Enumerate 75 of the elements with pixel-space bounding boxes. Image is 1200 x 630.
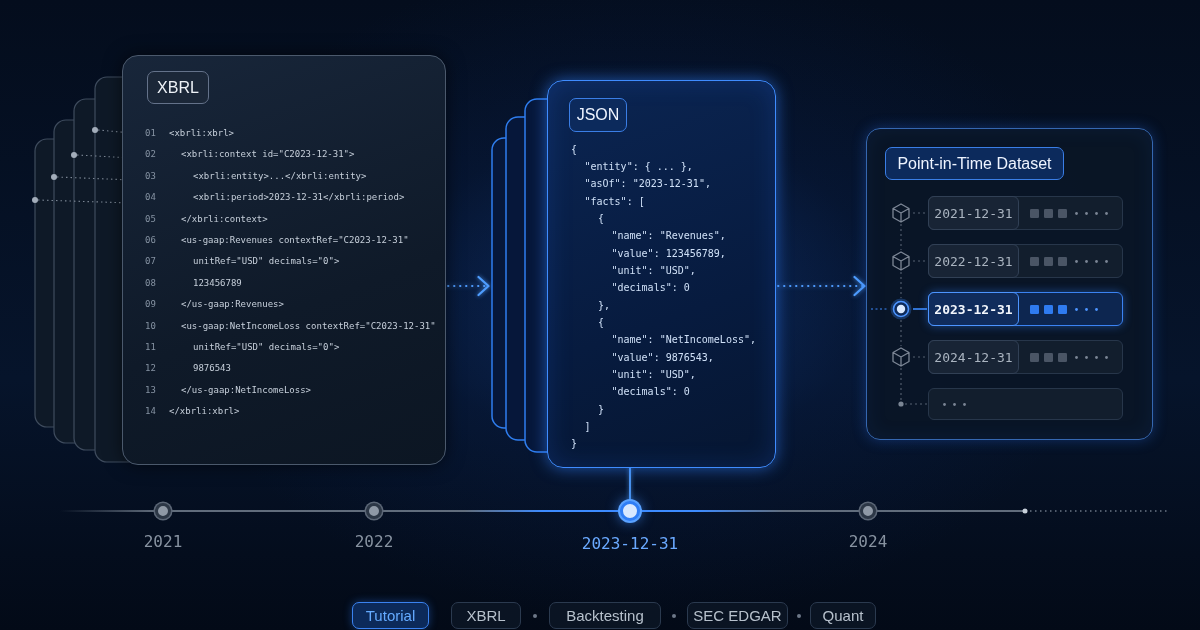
code-line: "entity": { ... }, <box>584 159 693 173</box>
line-number: 01 <box>145 127 156 139</box>
topic-tag: SEC EDGAR <box>687 602 788 629</box>
line-number: 03 <box>145 169 156 182</box>
line-number: 12 <box>145 362 156 375</box>
date-label: 2024-12-31 <box>928 340 1019 374</box>
line-number: 02 <box>145 148 156 161</box>
header-label: Point-in-Time Dataset <box>885 147 1064 180</box>
code-line: <us-gaap:Revenues contextRef="C2023-12-31" <box>181 234 409 246</box>
code-line: </us-gaap:NetIncomeLoss> <box>181 383 312 396</box>
code-line: } <box>598 402 605 416</box>
topic-tag: Backtesting <box>549 602 661 629</box>
year-label: 2023-12-31 <box>581 534 679 553</box>
code-line: "name": "NetIncomeLoss", <box>611 333 756 347</box>
topic-tag: XBRL <box>451 602 521 629</box>
code-line: }, <box>598 298 611 312</box>
code-line: </us-gaap:Revenues> <box>181 298 284 311</box>
line-number: 14 <box>145 405 156 418</box>
code-line: <us-gaap:NetIncomeLoss contextRef="C2023-12-31" <box>181 319 436 332</box>
line-number: 06 <box>145 234 156 246</box>
code-line: "asOf": "2023-12-31", <box>584 177 711 191</box>
code-line: "decimals": 0 <box>611 385 690 399</box>
data-row <box>928 292 1123 326</box>
line-number: 11 <box>145 341 156 353</box>
code-line: "unit": "USD", <box>611 263 696 277</box>
line-number: 08 <box>145 276 156 289</box>
topic-tag: Quant <box>810 602 876 629</box>
code-line: "unit": "USD", <box>611 368 696 382</box>
code-line: } <box>571 437 578 451</box>
date-label: 2023-12-31 <box>928 292 1019 326</box>
date-label: 2021-12-31 <box>928 196 1019 230</box>
timeline-marker <box>620 501 640 521</box>
code-line: <xbrli:period>2023-12-31</xbrli:period> <box>193 191 405 204</box>
line-number: 07 <box>145 255 156 268</box>
year-label: 2021 <box>143 532 183 551</box>
code-line: <xbrli:context id="C2023-12-31"> <box>181 148 355 161</box>
code-line: ] <box>584 420 591 434</box>
arrow <box>777 275 866 297</box>
data-row <box>928 340 1123 374</box>
code-line: 9876543 <box>193 362 231 375</box>
code-line: unitRef="USD" decimals="0"> <box>193 341 340 353</box>
code-line: "value": 123456789, <box>611 246 726 260</box>
code-line: <xbrli:xbrl> <box>169 127 235 139</box>
header-label: JSON <box>569 98 627 132</box>
timeline-marker <box>155 503 171 519</box>
code-line: { <box>571 142 578 156</box>
code-line: <xbrli:entity>...</xbrli:entity> <box>193 169 367 182</box>
timeline-marker <box>860 503 876 519</box>
code-line: "facts": [ <box>584 194 645 208</box>
code-line: </xbrli:xbrl> <box>169 405 240 418</box>
line-number: 13 <box>145 383 156 396</box>
year-label: 2024 <box>848 532 888 551</box>
data-row <box>928 388 1123 420</box>
line-number: 10 <box>145 319 156 332</box>
arrow <box>447 275 490 297</box>
code-line: 123456789 <box>193 276 242 289</box>
code-line: "decimals": 0 <box>611 281 690 295</box>
topic-tag: Tutorial <box>352 602 429 629</box>
code-line: unitRef="USD" decimals="0"> <box>193 255 340 268</box>
line-number: 09 <box>145 298 156 311</box>
code-line: { <box>598 211 605 225</box>
date-label: 2022-12-31 <box>928 244 1019 278</box>
code-line: { <box>598 316 605 329</box>
data-row <box>928 244 1123 278</box>
header-label: XBRL <box>147 71 209 104</box>
code-line: "value": 9876543, <box>611 350 714 364</box>
data-row <box>928 196 1123 230</box>
line-number: 04 <box>145 191 156 204</box>
connector-line <box>629 467 631 502</box>
timeline-marker <box>366 503 382 519</box>
code-line: </xbrli:context> <box>181 212 268 225</box>
line-number: 05 <box>145 212 156 225</box>
code-line: "name": "Revenues", <box>611 229 726 243</box>
dataset-panel <box>866 128 1153 440</box>
year-label: 2022 <box>354 532 394 551</box>
